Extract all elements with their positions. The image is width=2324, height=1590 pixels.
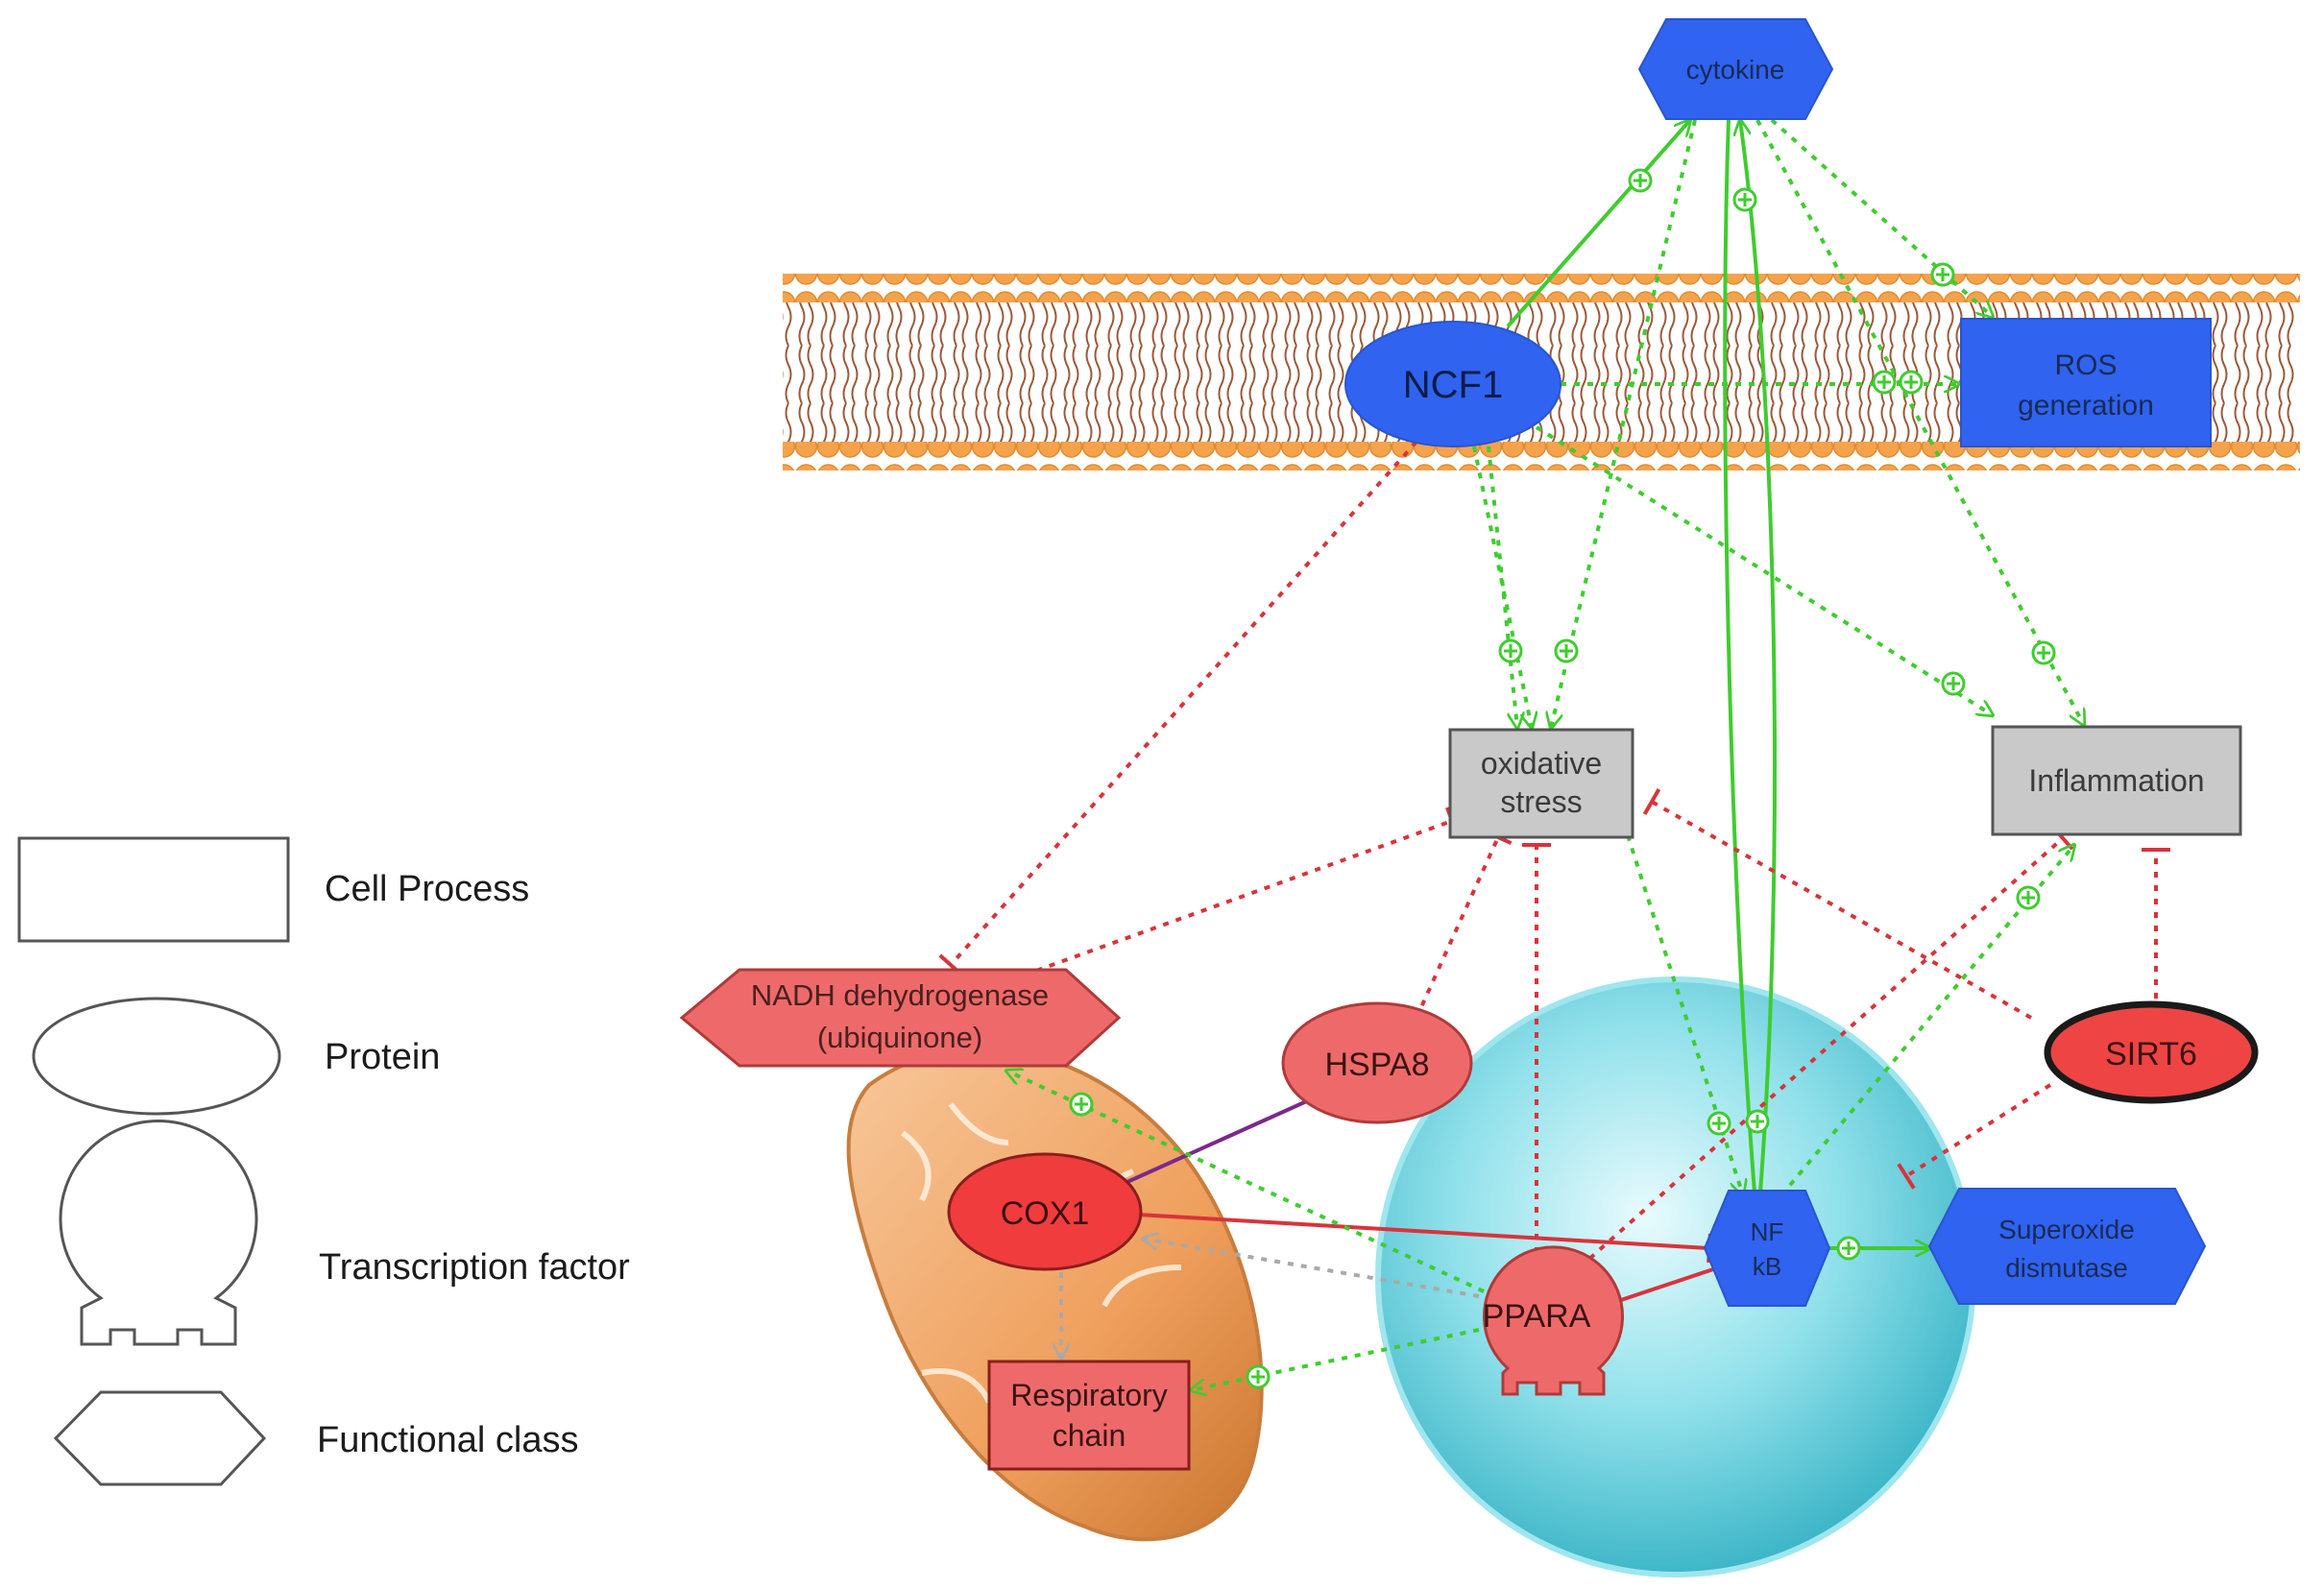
plus-icon <box>1628 168 1653 193</box>
node-oxidative-label-2: stress <box>1500 784 1582 819</box>
edge-ppara-inflammation <box>1578 826 2074 1269</box>
node-inflammation-label: Inflammation <box>2028 763 2204 798</box>
plus-icon <box>1836 1236 1861 1261</box>
plus-icon <box>1930 262 1955 287</box>
node-ros-label-1: ROS <box>2054 349 2117 381</box>
edge-ppara-nfkb <box>1603 1253 1726 1308</box>
plus-icon <box>1498 638 1523 663</box>
plus-icon <box>1872 370 1897 395</box>
edge-ppara-resp <box>1191 1328 1480 1390</box>
node-cox1[interactable]: COX1 <box>947 1152 1143 1271</box>
plus-icon <box>1707 1111 1731 1136</box>
edge-ncf1-oxstress-a <box>1472 446 1532 728</box>
plus-icon <box>2031 640 2056 665</box>
node-ros-label-2: generation <box>2018 390 2154 422</box>
plus-icon <box>1745 1109 1770 1134</box>
edge-cox1-nfkb <box>1137 1213 1712 1264</box>
edge-cox1-hspa8 <box>1118 1097 1312 1188</box>
edges <box>938 118 2170 1390</box>
edge-sirt6-oxstress <box>1642 787 2032 1020</box>
legend-protein-label: Protein <box>325 1037 440 1077</box>
node-nadh-label-2: (ubiquinone) <box>817 1021 982 1054</box>
legend-ellipse-shape <box>32 997 281 1116</box>
node-oxidative-stress[interactable]: oxidative stress <box>1448 728 1634 839</box>
edge-hspa8-oxstress <box>1415 829 1513 1019</box>
node-ncf1-label: NCF1 <box>1403 364 1503 406</box>
edge-sirt6-nfkb <box>1897 1083 2052 1190</box>
plus-icon <box>2016 885 2041 910</box>
plus-icon <box>1941 671 1966 696</box>
plus-icon <box>1732 187 1757 212</box>
node-sirt6-label: SIRT6 <box>2105 1036 2197 1072</box>
legend-protein: Protein <box>32 997 440 1116</box>
node-sirt6[interactable]: SIRT6 <box>2044 1000 2259 1104</box>
node-resp-label-2: chain <box>1053 1418 1126 1453</box>
node-sod-label-2: dismutase <box>2005 1253 2128 1283</box>
node-respiratory-chain[interactable]: Respiratory chain <box>987 1360 1191 1471</box>
node-ppara-label: PPARA <box>1483 1298 1591 1335</box>
node-nfkb[interactable]: NF kB <box>1703 1190 1831 1307</box>
edge-nadh-oxstress <box>998 807 1459 986</box>
node-inflammation[interactable]: Inflammation <box>1991 725 2242 836</box>
edge-ppara-cox1 <box>1143 1239 1480 1298</box>
legend: Cell Process Protein Transcription facto… <box>17 836 630 1486</box>
edge-cytokine-oxstress <box>1551 119 1697 728</box>
node-nfkb-label-2: kB <box>1753 1252 1781 1281</box>
node-hspa8-label: HSPA8 <box>1325 1047 1430 1083</box>
legend-rect-shape <box>17 836 290 943</box>
node-ncf1[interactable]: NCF1 <box>1344 321 1561 447</box>
edge-ncf1-inflammation <box>1535 425 1993 715</box>
plus-icon <box>1554 638 1579 663</box>
legend-functional-class-label: Functional class <box>317 1420 578 1460</box>
edge-cytokine-nfkb <box>1723 119 1755 1205</box>
node-nadh-label-1: NADH dehydrogenase <box>751 978 1049 1012</box>
node-cox1-label: COX1 <box>1001 1195 1090 1232</box>
node-cytokine-label: cytokine <box>1686 55 1785 84</box>
legend-functional-class: Functional class <box>53 1390 578 1486</box>
edge-ncf1-nadh <box>938 440 1418 976</box>
node-resp-label-1: Respiratory <box>1010 1378 1168 1412</box>
plus-icon <box>1246 1364 1271 1389</box>
node-cytokine[interactable]: cytokine <box>1637 18 1834 120</box>
legend-hexagon-shape <box>53 1390 267 1486</box>
node-nfkb-label-1: NF <box>1751 1217 1784 1246</box>
activation-badges <box>1069 168 2056 1389</box>
node-oxidative-label-1: oxidative <box>1481 746 1602 781</box>
edge-ncf1-cytokine <box>1506 120 1690 328</box>
legend-tf-shape <box>59 1120 258 1346</box>
legend-tf-label: Transcription factor <box>319 1247 630 1288</box>
edge-ncf1-oxstress-b <box>1487 446 1517 728</box>
edge-nfkb-cytokine <box>1740 120 1778 1206</box>
node-sod-label-1: Superoxide <box>1998 1215 2135 1244</box>
edge-oxstress-nfkb <box>1626 834 1743 1195</box>
node-hspa8[interactable]: HSPA8 <box>1281 1001 1473 1124</box>
node-ppara[interactable]: PPARA <box>1483 1245 1624 1396</box>
plus-icon <box>1899 370 1924 395</box>
node-superoxide-dismutase[interactable]: Superoxide dismutase <box>1927 1188 2207 1305</box>
plus-icon <box>1069 1092 1094 1117</box>
edge-cytokine-ros <box>1770 118 1993 317</box>
legend-transcription-factor: Transcription factor <box>59 1120 630 1346</box>
legend-cell-process: Cell Process <box>17 836 529 943</box>
node-nadh-dehydrogenase[interactable]: NADH dehydrogenase (ubiquinone) <box>679 968 1122 1068</box>
node-ros-generation[interactable]: ROS generation <box>1960 318 2212 447</box>
legend-cell-process-label: Cell Process <box>325 869 529 909</box>
